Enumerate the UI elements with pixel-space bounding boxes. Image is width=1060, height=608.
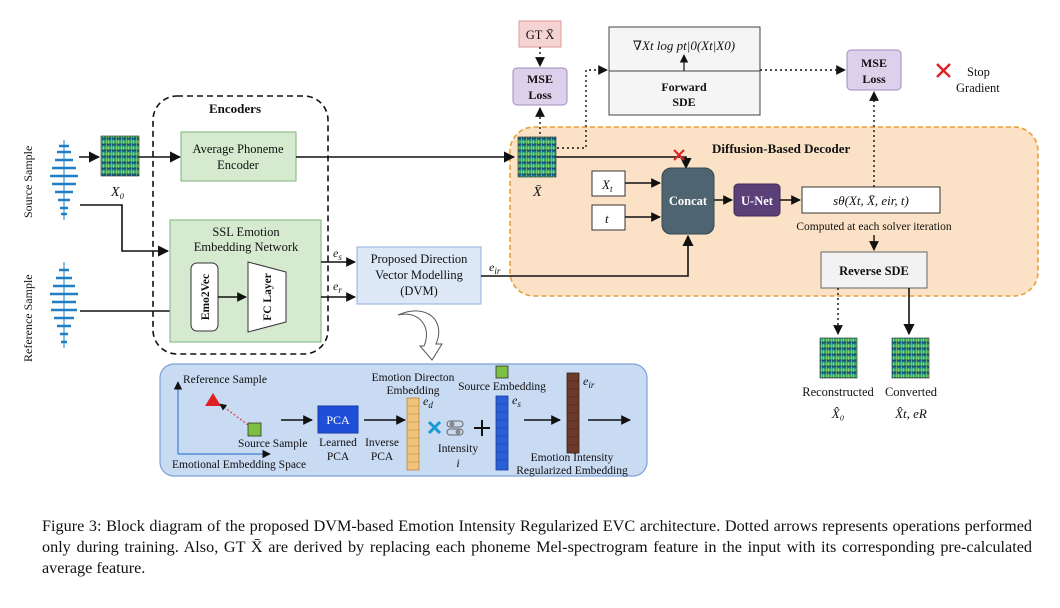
detail-es-label: es bbox=[512, 393, 521, 409]
t-label: t bbox=[605, 211, 609, 226]
dvm-line3: (DVM) bbox=[400, 284, 438, 298]
reg-emb-line2: Regularized Embedding bbox=[516, 465, 628, 477]
score-formula: sθ(Xt, X̄, eir, t) bbox=[833, 193, 909, 208]
intensity-line2: i bbox=[456, 456, 459, 470]
reference-sample-label: Reference Sample bbox=[21, 274, 35, 362]
learned-pca-line1: Learned bbox=[319, 437, 357, 449]
stop-gradient-line1: Stop bbox=[967, 65, 990, 79]
source-sample-square-icon bbox=[247, 422, 262, 437]
stop-gradient-line2: Gradient bbox=[956, 81, 1000, 95]
avg-phoneme-line2: Encoder bbox=[217, 158, 259, 172]
mse-loss-box-2 bbox=[846, 49, 902, 91]
reference-waveform-icon bbox=[50, 262, 78, 348]
multiply-icon bbox=[427, 420, 442, 435]
pca-label: PCA bbox=[326, 413, 350, 427]
detail-eir-label: eir bbox=[583, 374, 595, 390]
direction-emb-line2: Embedding bbox=[386, 385, 439, 397]
unet-label: U-Net bbox=[741, 194, 774, 208]
computed-note: Computed at each solver iteration bbox=[796, 221, 951, 233]
mse-loss-2-line1: MSE bbox=[861, 56, 887, 70]
x0-spectrogram-icon bbox=[100, 135, 140, 177]
t-box bbox=[591, 204, 626, 231]
mse-loss-box-1 bbox=[512, 67, 568, 106]
pca-block bbox=[317, 405, 359, 434]
average-phoneme-encoder-box bbox=[180, 131, 297, 182]
reg-emb-line1: Emotion Intensity bbox=[531, 452, 614, 464]
intensity-slider-icon bbox=[446, 420, 464, 436]
detail-reference-sample-label: Reference Sample bbox=[183, 374, 267, 386]
converted-spectrogram-icon bbox=[891, 337, 930, 379]
xt-label: Xt bbox=[601, 177, 613, 194]
reverse-sde-box bbox=[820, 251, 928, 289]
dvm-box bbox=[356, 246, 482, 305]
inverse-pca-line2: PCA bbox=[371, 451, 394, 463]
source-waveform-icon bbox=[50, 140, 78, 220]
forward-sde-line1: Forward bbox=[661, 80, 707, 94]
eir-to-concat-arrow bbox=[481, 234, 694, 277]
eir-label: eir bbox=[489, 260, 501, 276]
figure-caption: Figure 3: Block diagram of the proposed … bbox=[42, 517, 1032, 577]
ed-label: ed bbox=[423, 394, 433, 410]
dvm-line1: Proposed Direction bbox=[371, 252, 469, 266]
ssl-line2: Embedding Network bbox=[194, 240, 299, 254]
ed-vector-icon bbox=[406, 397, 420, 471]
emo2vec-label: Emo2Vec bbox=[200, 274, 212, 320]
forward-sde-line2: SDE bbox=[672, 95, 695, 109]
score-box bbox=[801, 186, 941, 214]
gradient-formula: ∇Xt log pt|0(Xt|X0) bbox=[633, 38, 735, 53]
concat-label: Concat bbox=[669, 194, 708, 208]
mse-loss-1-line1: MSE bbox=[527, 72, 553, 86]
eir-vector-icon bbox=[566, 372, 580, 454]
gt-xbar-box bbox=[518, 20, 562, 48]
mse-loss-2-line2: Loss bbox=[862, 72, 886, 86]
gt-xbar-label: GT X̄ bbox=[526, 28, 555, 42]
es-vector-icon bbox=[495, 395, 509, 471]
source-embedding-square-icon bbox=[495, 365, 509, 379]
ssl-line1: SSL Emotion bbox=[212, 225, 280, 239]
space-label: Emotional Embedding Space bbox=[172, 459, 306, 471]
decoder-title: Diffusion-Based Decoder bbox=[712, 141, 851, 156]
direction-dotted-arrow bbox=[219, 403, 249, 426]
inverse-pca-line1: Inverse bbox=[365, 437, 399, 449]
fc-layer-shape bbox=[247, 261, 287, 333]
intensity-line1: Intensity bbox=[438, 443, 478, 455]
source-to-ssl-arrow bbox=[80, 204, 170, 257]
stop-gradient-icon bbox=[936, 63, 951, 78]
reconstructed-symbol: X̂₀ bbox=[831, 406, 844, 421]
source-embedding-label: Source Embedding bbox=[458, 381, 546, 393]
dvm-line2: Vector Modelling bbox=[375, 268, 464, 282]
diagram-canvas: Source Sample Reference Sample X₀ Encode… bbox=[21, 20, 1039, 477]
concat-block bbox=[661, 167, 715, 235]
plus-icon bbox=[474, 420, 490, 436]
xbar-spectrogram-icon bbox=[517, 136, 557, 178]
fc-layer-label: FC Layer bbox=[262, 273, 274, 321]
converted-symbol: X̂t, eR bbox=[894, 406, 927, 421]
es-label: es bbox=[333, 246, 342, 262]
encoders-region bbox=[152, 95, 329, 355]
reconstructed-label: Reconstructed bbox=[802, 385, 874, 399]
learned-pca-line2: PCA bbox=[327, 451, 350, 463]
x0-label: X₀ bbox=[110, 185, 125, 200]
er-label: er bbox=[333, 279, 342, 295]
reverse-sde-label: Reverse SDE bbox=[839, 264, 909, 278]
direction-emb-line1: Emotion Directon bbox=[372, 372, 455, 384]
xbar-label: X̄ bbox=[532, 185, 542, 200]
encoders-title: Encoders bbox=[209, 101, 261, 116]
mse-loss-1-line2: Loss bbox=[528, 88, 552, 102]
source-sample-label: Source Sample bbox=[21, 146, 35, 218]
xbar-to-concat-arrow bbox=[556, 156, 692, 170]
avg-phoneme-line1: Average Phoneme bbox=[192, 142, 284, 156]
xt-box bbox=[591, 170, 626, 197]
converted-label: Converted bbox=[885, 385, 938, 399]
reference-sample-triangle-icon bbox=[205, 393, 221, 406]
detail-source-sample-label: Source Sample bbox=[238, 438, 307, 450]
reconstructed-spectrogram-icon bbox=[819, 337, 858, 379]
stop-gradient-marker-icon bbox=[673, 149, 685, 161]
dvm-detail-callout-arrow bbox=[397, 310, 443, 361]
